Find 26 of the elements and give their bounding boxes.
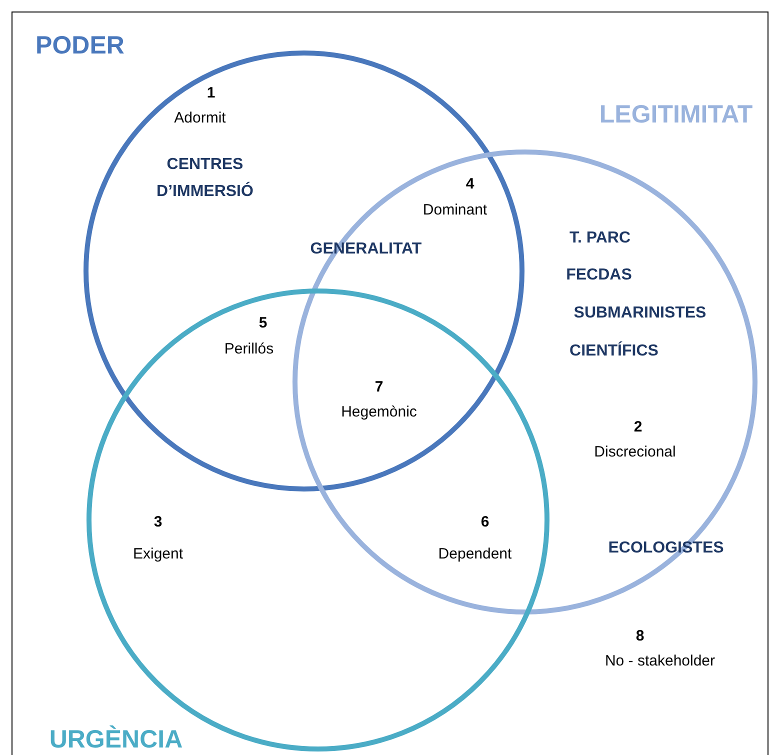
region-name: Dependent [438,544,512,564]
stakeholder-name: CIENTÍFICS [570,340,658,362]
stakeholder-name: CENTRES D’IMMERSIÓ [156,154,254,202]
stakeholder-name: ECOLOGISTES [608,538,724,558]
region-number: 3 [154,512,162,532]
stakeholder-name: FECDAS [566,265,632,286]
stakeholder-name: SUBMARINISTES [574,303,706,324]
set-heading: PODER [36,32,124,60]
region-number: 6 [480,512,490,532]
region-name: Discrecional [594,442,676,462]
set-heading: LEGITIMITAT [599,100,753,130]
set-heading: URGÈNCIA [49,726,183,754]
region-name: Adormit [174,108,226,128]
region-name: Dominant [422,200,488,220]
region-name: No - stakeholder [604,651,716,672]
region-number: 8 [636,626,644,646]
stakeholder-name: GENERALITAT [310,239,422,260]
region-number: 5 [258,313,268,334]
region-number: 4 [466,174,474,194]
region-name: Hegemònic [341,402,417,422]
region-name: Exigent [132,544,184,564]
region-number: 1 [206,83,216,104]
region-number: 7 [374,377,384,398]
stakeholder-name: T. PARC [569,228,631,248]
region-name: Perillós [224,339,274,360]
region-number: 2 [634,417,642,438]
